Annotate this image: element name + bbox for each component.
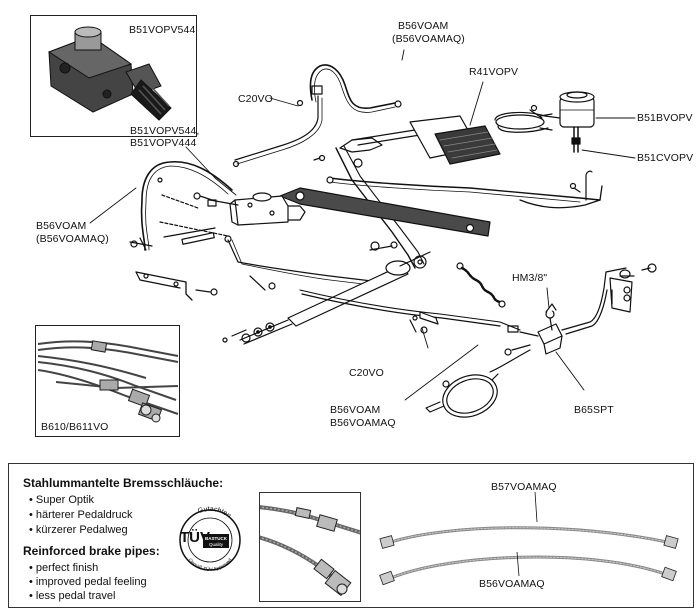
push-rod (239, 251, 431, 345)
product-panel: Stahlummantelte Bremsschläuche: • Super … (8, 463, 694, 608)
brake-hose-left (140, 160, 233, 251)
bullet-de-3-text: kürzerer Pedalweg (35, 524, 128, 536)
label-b56voam-bottom: B56VOAM (330, 404, 381, 416)
label-b51bvopv: B51BVOPV (637, 112, 693, 124)
leader-lines (89, 49, 636, 401)
label-r41vopv: R41VOPV (469, 66, 519, 78)
heading-en: Reinforced brake pipes: (23, 544, 160, 558)
pedal-bar (279, 187, 491, 237)
master-cylinder-photo (47, 26, 172, 121)
inset-brake-lines: B610/B611VO (35, 325, 180, 437)
bullet-en-3-text: less pedal travel (35, 590, 116, 602)
tuv-seal-graphic: Gutachten Gemäß TÜV Approved TÜV BASTUCK… (179, 506, 241, 572)
label-b51vopv444: B51VOPV444 (130, 137, 197, 149)
pedal-arm (335, 147, 416, 269)
bullet-en-3: • less pedal travel (29, 590, 116, 602)
left-bracket (135, 271, 193, 301)
label-b56voamaq-top: (B56VOAMAQ) (392, 33, 465, 45)
bullet-de-2-text: härterer Pedaldruck (35, 509, 133, 521)
brake-pipe-upper (329, 177, 601, 201)
label-hose-b56: B56VOAMAQ (479, 578, 545, 590)
tuv-seal: Gutachten Gemäß TÜV Approved TÜV BASTUCK… (171, 502, 249, 572)
hose-closeup-photo (259, 492, 361, 602)
label-hose-b57: B57VOAMAQ (491, 481, 557, 493)
label-b56voamaq-left: (B56VOAMAQ) (36, 233, 109, 245)
bullet-en-2: • improved pedal feeling (29, 576, 147, 588)
hose-drawing (379, 491, 679, 586)
label-b56voam-top: B56VOAM (398, 20, 449, 32)
brake-drum (425, 373, 499, 418)
bullet-de-1-text: Super Optik (35, 494, 95, 506)
bullet-en-1-text: perfect finish (35, 562, 99, 574)
label-b51cvopv: B51CVOPV (637, 152, 694, 164)
label-b51vopv544-inset: B51VOPV544 (129, 24, 196, 36)
bullet-de-2: • härterer Pedaldruck (29, 509, 133, 521)
label-b65spt: B65SPT (574, 404, 614, 416)
label-b51vopv544-mid: B51VOPV544, (130, 125, 200, 137)
bullet-en-1: • perfect finish (29, 562, 99, 574)
tuv-badge-1: BASTUCK (205, 536, 228, 541)
label-c20vo-bottom: C20VO (349, 367, 384, 379)
label-hm38: HM3/8" (512, 272, 548, 284)
brake-lines-photo (37, 340, 179, 423)
label-b56voamaq-bottom: B56VOAMAQ (330, 417, 396, 429)
brake-hose-top (309, 64, 396, 110)
inset-master-cylinder: B51VOPV544 (30, 15, 197, 137)
return-spring (460, 266, 502, 304)
label-b610: B610/B611VO (41, 421, 109, 433)
hose-closeup-graphic (260, 505, 360, 597)
label-b56voam-left: B56VOAM (36, 220, 87, 232)
bullet-en-2-text: improved pedal feeling (35, 576, 147, 588)
master-cylinder-part (229, 192, 306, 226)
tuv-main: TÜV (180, 529, 210, 546)
pedal-pad (409, 115, 501, 165)
label-c20vo-top: C20VO (238, 93, 273, 105)
reservoir-part (559, 91, 595, 153)
hose-b56voamaq (389, 555, 667, 580)
right-assembly (489, 267, 627, 373)
bullet-de-1: • Super Optik (29, 494, 95, 506)
bullet-de-3: • kürzerer Pedalweg (29, 524, 128, 536)
tuv-badge-2: Quality (209, 542, 224, 547)
heading-de: Stahlummantelte Bremsschläuche: (23, 476, 224, 490)
